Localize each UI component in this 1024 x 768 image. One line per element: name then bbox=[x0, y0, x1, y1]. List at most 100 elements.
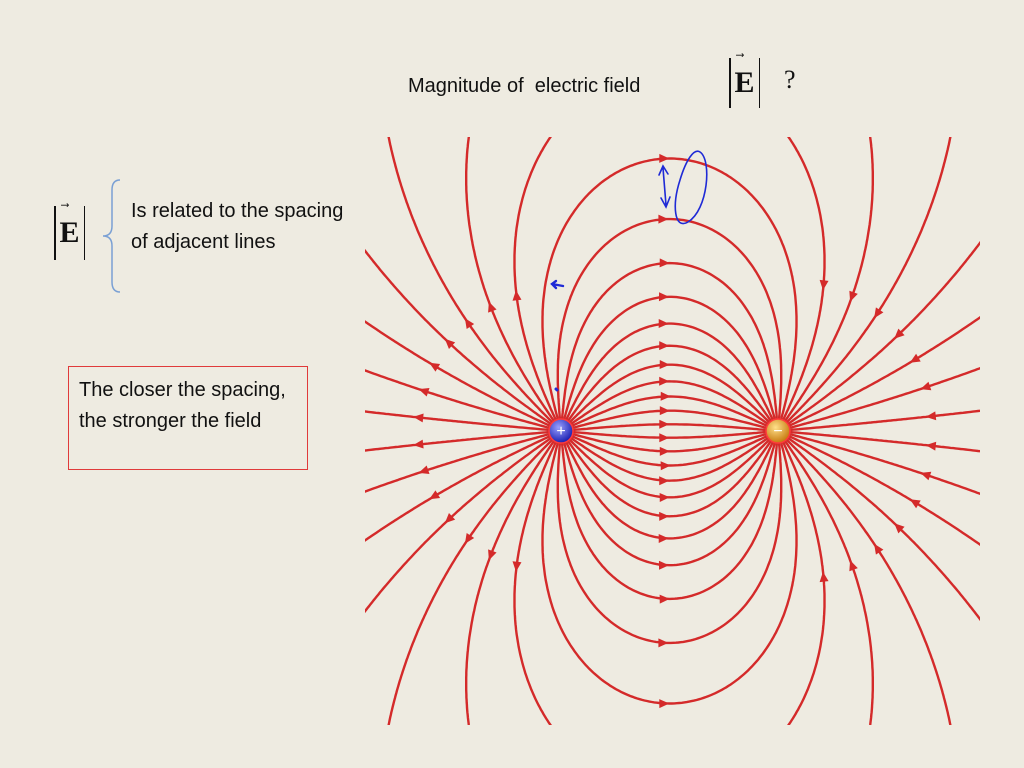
field-direction-arrow bbox=[925, 411, 937, 421]
field-line bbox=[541, 439, 798, 705]
field-line bbox=[571, 409, 771, 431]
field-direction-arrow bbox=[659, 341, 670, 351]
field-direction-arrow bbox=[658, 560, 669, 570]
field-line bbox=[569, 380, 772, 427]
field-direction-arrow bbox=[413, 413, 424, 423]
field-line bbox=[784, 437, 952, 725]
field-direction-arrow bbox=[659, 492, 670, 502]
field-direction-arrow bbox=[429, 490, 441, 500]
field-direction-arrow bbox=[464, 318, 475, 330]
curly-brace-icon bbox=[102, 179, 121, 293]
field-line bbox=[387, 437, 555, 725]
field-direction-arrow bbox=[894, 523, 905, 534]
negative-charge: − bbox=[765, 418, 791, 444]
field-direction-arrow bbox=[659, 476, 670, 486]
field-direction-arrow bbox=[658, 214, 669, 224]
field-line bbox=[567, 435, 774, 499]
field-line bbox=[387, 137, 555, 425]
field-direction-arrow bbox=[659, 406, 670, 416]
related-spacing-text: Is related to the spacing of adjacent li… bbox=[131, 200, 344, 253]
field-line bbox=[465, 439, 556, 725]
field-direction-arrow bbox=[849, 560, 858, 572]
field-direction-arrow bbox=[658, 319, 669, 329]
e-field-magnitude-symbol-title: ⃗E bbox=[729, 58, 761, 108]
field-direction-arrow bbox=[418, 387, 430, 397]
field-line bbox=[365, 320, 552, 428]
field-direction-arrow bbox=[659, 433, 670, 443]
field-direction-arrow bbox=[659, 699, 670, 709]
field-direction-arrow bbox=[909, 499, 921, 509]
field-direction-arrow bbox=[429, 362, 441, 372]
question-mark: ? bbox=[784, 65, 796, 94]
field-line bbox=[560, 439, 779, 601]
slide-title: Magnitude of electric field bbox=[408, 75, 641, 97]
field-line bbox=[566, 344, 774, 425]
field-direction-arrow bbox=[659, 258, 670, 268]
field-direction-arrow bbox=[658, 533, 669, 543]
field-line bbox=[788, 366, 980, 430]
field-direction-arrow bbox=[659, 511, 670, 521]
field-direction-arrow bbox=[659, 419, 670, 429]
field-direction-arrow bbox=[444, 338, 456, 349]
field-line bbox=[788, 409, 980, 432]
field-line bbox=[513, 440, 558, 725]
field-direction-arrow bbox=[920, 471, 932, 481]
field-line bbox=[365, 430, 551, 452]
field-direction-arrow bbox=[874, 307, 884, 319]
field-direction-arrow bbox=[819, 279, 829, 291]
field-direction-arrow bbox=[658, 292, 669, 302]
field-line bbox=[788, 432, 980, 496]
ellipse-mark bbox=[674, 150, 708, 225]
small-arrow-mark bbox=[550, 279, 565, 290]
field-direction-arrow bbox=[894, 328, 905, 339]
field-line bbox=[571, 430, 770, 439]
field-line bbox=[784, 137, 952, 425]
field-line bbox=[783, 439, 874, 725]
field-direction-arrow bbox=[920, 381, 932, 391]
field-direction-arrow bbox=[909, 353, 921, 363]
field-direction-arrow bbox=[660, 461, 671, 471]
field-line bbox=[541, 157, 798, 423]
field-direction-arrow bbox=[488, 549, 497, 561]
field-direction-arrow bbox=[658, 638, 669, 648]
field-line bbox=[556, 217, 783, 423]
field-line bbox=[783, 137, 874, 423]
field-line bbox=[564, 437, 776, 540]
field-direction-arrow bbox=[849, 290, 858, 302]
field-line bbox=[569, 435, 772, 482]
field-line bbox=[564, 322, 776, 425]
field-line bbox=[562, 295, 777, 423]
positive-charge: + bbox=[548, 418, 574, 444]
field-line bbox=[365, 369, 551, 430]
field-line bbox=[556, 439, 783, 645]
field-line bbox=[560, 261, 779, 423]
field-direction-arrow bbox=[413, 439, 424, 449]
field-direction-arrow bbox=[925, 441, 937, 451]
handwritten-annotations bbox=[550, 150, 708, 392]
field-line bbox=[365, 410, 551, 432]
field-direction-arrow bbox=[659, 360, 670, 370]
field-line bbox=[786, 240, 980, 426]
field-direction-arrow bbox=[488, 301, 497, 313]
field-line bbox=[787, 434, 980, 547]
svg-text:+: + bbox=[556, 423, 565, 440]
field-line bbox=[788, 430, 980, 453]
field-line bbox=[513, 137, 558, 422]
dot-mark bbox=[554, 387, 559, 392]
field-line bbox=[571, 423, 770, 432]
field-line bbox=[365, 432, 551, 493]
field-direction-arrow bbox=[659, 376, 670, 386]
field-line bbox=[465, 137, 556, 423]
field-lines bbox=[365, 137, 980, 725]
field-line bbox=[567, 363, 774, 427]
field-line bbox=[571, 431, 771, 453]
field-direction-arrow bbox=[512, 561, 522, 572]
field-direction-arrow bbox=[874, 543, 884, 555]
double-arrow-icon bbox=[658, 164, 671, 209]
e-field-magnitude-symbol-side: ⃗E bbox=[54, 206, 86, 260]
field-line bbox=[365, 434, 552, 542]
field-line bbox=[787, 315, 980, 428]
field-direction-arrow bbox=[464, 532, 475, 544]
field-direction-arrow bbox=[659, 594, 670, 604]
